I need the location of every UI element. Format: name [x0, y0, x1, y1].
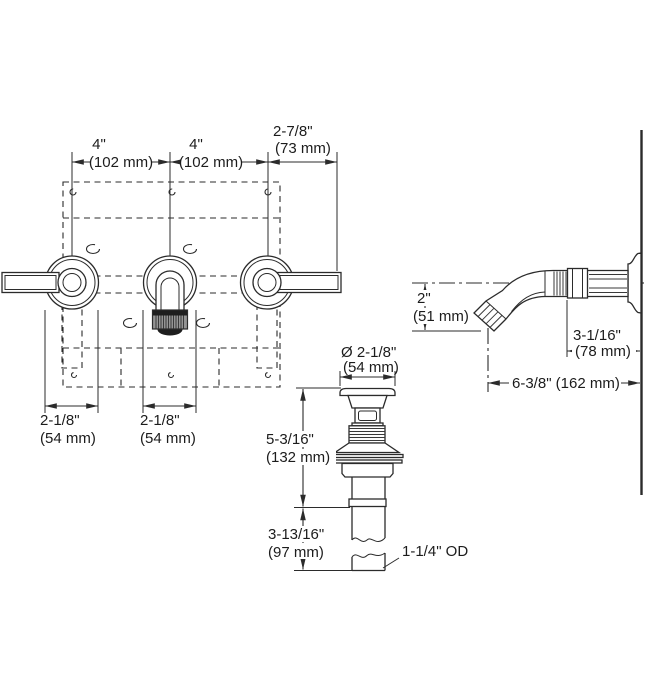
dim-tailpiece-mm: (97 mm): [268, 544, 324, 561]
drain-washer: [332, 459, 403, 464]
dim-spacing-left-in: 4": [92, 136, 106, 153]
right-handle: [252, 267, 342, 298]
drain-washer: [331, 453, 404, 459]
dimension-escutcheon-diameters: 2-1/8" (54 mm) 2-1/8" (54 mm): [40, 310, 197, 447]
dim-flange-diameter-mm: (54 mm): [343, 359, 399, 376]
dim-spacing-right-in: 4": [189, 136, 203, 153]
dimension-tailpiece-length: 3-13/16" (97 mm): [266, 508, 363, 571]
drain-flange-cone: [332, 442, 402, 454]
dim-handle-reach-mm: (73 mm): [275, 140, 331, 157]
right-valve-body-dashed: [256, 304, 278, 369]
side-view: 2" (51 mm) 3-1/16" (78 mm) 6-3/8" (162 m…: [411, 130, 645, 495]
spout-sleeve-flutes: [589, 274, 627, 293]
dim-spout-reach: 6-3/8" (162 mm): [512, 375, 620, 392]
spout-tip-knurl: [477, 300, 507, 328]
drain-stopper-cap: [339, 387, 396, 397]
dimension-flange-diameter: Ø 2-1/8" (54 mm): [339, 344, 399, 386]
dim-body-height-in: 5-3/16": [266, 431, 314, 448]
spout-joint-ribs: [553, 271, 567, 296]
dimension-spout-reach: 6-3/8" (162 mm): [487, 328, 640, 392]
drain-view: Ø 2-1/8" (54 mm) 5-3/16" (132 mm) 3-13/1…: [264, 344, 468, 572]
dim-escutcheon-center-mm: (54 mm): [140, 430, 196, 447]
dim-flange-diameter-in: Ø 2-1/8": [341, 344, 396, 361]
dim-spout-drop-in: 2": [417, 290, 431, 307]
centerlines: [71, 152, 338, 271]
pipe-break-symbol: [351, 552, 386, 558]
dimension-wall-to-joint: 3-1/16" (78 mm): [566, 300, 640, 360]
label-tail-od: 1-1/4" OD: [402, 543, 468, 560]
spout-side: [473, 267, 629, 332]
spout-collar: [566, 267, 589, 299]
drain-body: [331, 387, 404, 572]
dim-spacing-right-mm: (102 mm): [179, 154, 243, 171]
drain-threads: [348, 425, 386, 444]
center-spout-front: [151, 270, 189, 336]
dim-spout-drop-mm: (51 mm): [413, 308, 469, 325]
drain-tailpiece: [348, 477, 387, 572]
spout-aerator-tip: [151, 309, 189, 336]
dim-spacing-left-mm: (102 mm): [89, 154, 153, 171]
mounting-holes: [69, 188, 272, 379]
dim-body-height-mm: (132 mm): [266, 449, 330, 466]
dimension-spout-drop: 2" (51 mm): [411, 284, 481, 332]
drain-overflow-window: [358, 410, 377, 421]
left-handle: [1, 267, 87, 298]
drain-locknut: [341, 462, 394, 478]
dim-handle-reach-in: 2-7/8": [273, 123, 313, 140]
dim-tailpiece-in: 3-13/16": [268, 526, 324, 543]
dim-wall-to-joint-mm: (78 mm): [575, 343, 631, 360]
pipe-break-symbol: [351, 537, 386, 542]
dim-escutcheon-left-mm: (54 mm): [40, 430, 96, 447]
dim-escutcheon-left-in: 2-1/8": [40, 412, 80, 429]
left-valve-body-dashed: [61, 304, 83, 369]
wall-escutcheon: [627, 252, 642, 314]
mounting-plate-dashed-outline: [61, 181, 281, 388]
front-view: 4" (102 mm) 4" (102 mm) 2-7/8" (73 mm) 2…: [1, 123, 342, 447]
callout-tail-od: 1-1/4" OD: [382, 543, 468, 569]
dim-escutcheon-center-in: 2-1/8": [140, 412, 180, 429]
dim-wall-to-joint-in: 3-1/16": [573, 327, 621, 344]
dimension-hole-spacing: 4" (102 mm) 4" (102 mm) 2-7/8" (73 mm): [72, 123, 337, 171]
dimension-body-height: 5-3/16" (132 mm): [264, 387, 350, 508]
